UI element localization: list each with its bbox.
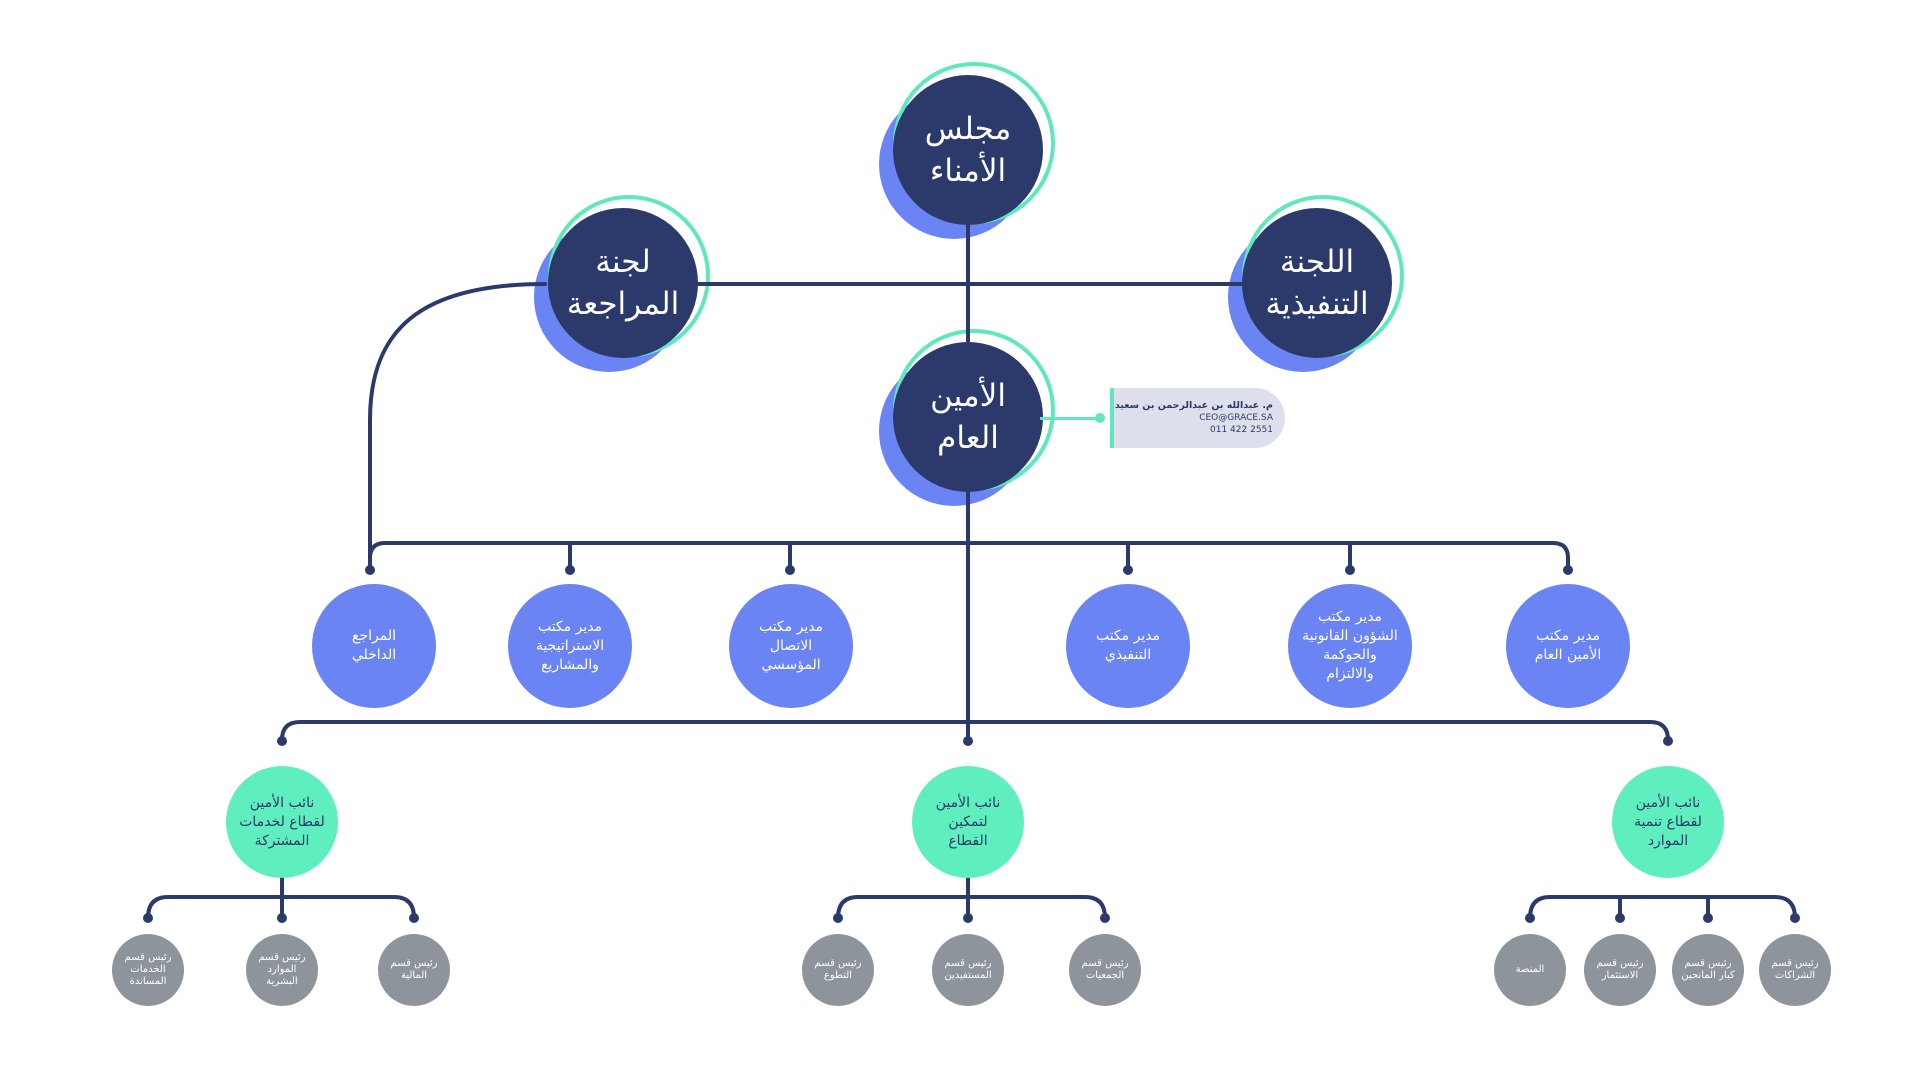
department-node[interactable]: المنصة xyxy=(1494,934,1566,1006)
deputies-bracket xyxy=(280,720,1670,742)
offices-bracket xyxy=(368,541,1570,570)
contact-dot xyxy=(1095,413,1105,423)
contact-email: CEO@GRACE.SA xyxy=(1199,413,1273,423)
audit-arc xyxy=(368,282,547,572)
contact-connector xyxy=(1040,417,1100,420)
contact-name: م. عبدالله بن عبدالرحمن بن سعيد xyxy=(1114,400,1273,411)
resources-bracket xyxy=(1528,895,1797,920)
contact-card: م. عبدالله بن عبدالرحمن بن سعيد CEO@GRAC… xyxy=(1110,388,1285,448)
contact-phone: 011 422 2551 xyxy=(1210,425,1273,435)
empower-bracket xyxy=(836,895,1107,920)
